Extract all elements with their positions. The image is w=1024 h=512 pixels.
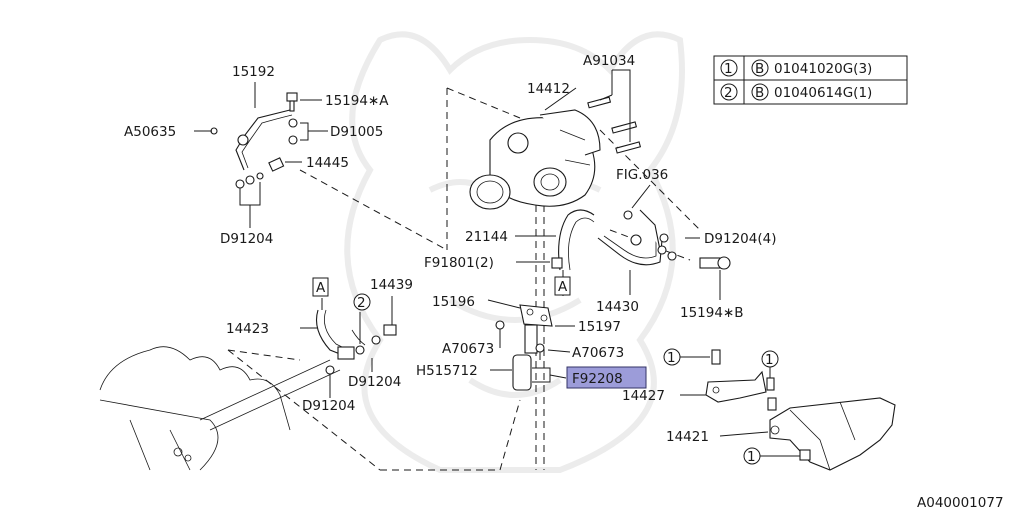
label-15196: 15196 <box>432 294 475 310</box>
marker-a-mid: A <box>558 279 568 295</box>
turbocharger-14412 <box>469 109 601 210</box>
legend-row-1-code: 01041020G(3) <box>774 61 872 77</box>
marker-circle-1-b: 1 <box>765 352 774 368</box>
marker-circle-2: 2 <box>357 295 366 311</box>
marker-a-top: A <box>316 280 326 296</box>
label-a91034: A91034 <box>583 53 635 69</box>
label-d91204-mid: D91204 <box>348 374 401 390</box>
legend-table: 1 B 01041020G(3) 2 B 01040614G(1) <box>713 55 908 105</box>
legend-row-1: 1 B 01041020G(3) <box>720 59 872 77</box>
label-14427: 14427 <box>622 388 665 404</box>
footer-code: A040001077 <box>917 495 1004 511</box>
legend-row-1-type: B <box>755 61 764 77</box>
part-labels: 15192 15194∗A A50635 D91005 14445 D91204… <box>124 53 1004 511</box>
label-d91204-4: D91204(4) <box>704 231 776 247</box>
label-14423: 14423 <box>226 321 269 337</box>
oil-pipe-15192 <box>210 92 298 189</box>
label-14412: 14412 <box>527 81 570 97</box>
legend-row-2-code: 01040614G(1) <box>774 85 872 101</box>
bracket-14427 <box>705 349 777 411</box>
reference-markers: A A 2 1 1 1 <box>312 276 779 465</box>
label-a70673-right: A70673 <box>572 345 624 361</box>
label-14439: 14439 <box>370 277 413 293</box>
highlight-f92208 <box>566 366 647 389</box>
label-h515712: H515712 <box>416 363 478 379</box>
label-14421: 14421 <box>666 429 709 445</box>
label-15194b: 15194∗B <box>680 305 744 321</box>
label-fig036: FIG.036 <box>616 167 668 183</box>
label-14445: 14445 <box>306 155 349 171</box>
label-d91204-top: D91204 <box>220 231 273 247</box>
label-d91005: D91005 <box>330 124 383 140</box>
legend-row-2-num: 2 <box>724 85 733 101</box>
assembly-dash-lines <box>227 87 701 471</box>
bracket-14421 <box>769 397 896 471</box>
marker-circle-1-c: 1 <box>747 449 756 465</box>
engine-outline <box>99 346 341 471</box>
studs-a91034 <box>587 69 642 154</box>
label-a50635: A50635 <box>124 124 176 140</box>
label-14430: 14430 <box>596 299 639 315</box>
oil-return-flange <box>495 257 563 391</box>
legend-row-1-num: 1 <box>724 61 733 77</box>
label-f92208[interactable]: F92208 <box>572 371 623 387</box>
water-pipe-14423 <box>315 309 397 375</box>
label-15194a: 15194∗A <box>325 93 389 109</box>
label-15197: 15197 <box>578 319 621 335</box>
label-21144: 21144 <box>465 229 508 245</box>
label-15192: 15192 <box>232 64 275 80</box>
legend-row-2: 2 B 01040614G(1) <box>720 83 872 101</box>
label-d91204-bottom: D91204 <box>302 398 355 414</box>
oil-pipe-14430 <box>558 209 731 271</box>
label-f91801: F91801(2) <box>424 255 494 271</box>
leader-lines <box>194 82 800 457</box>
label-a70673-left: A70673 <box>442 341 494 357</box>
legend-row-2-type: B <box>755 85 764 101</box>
marker-circle-1-a: 1 <box>667 350 676 366</box>
